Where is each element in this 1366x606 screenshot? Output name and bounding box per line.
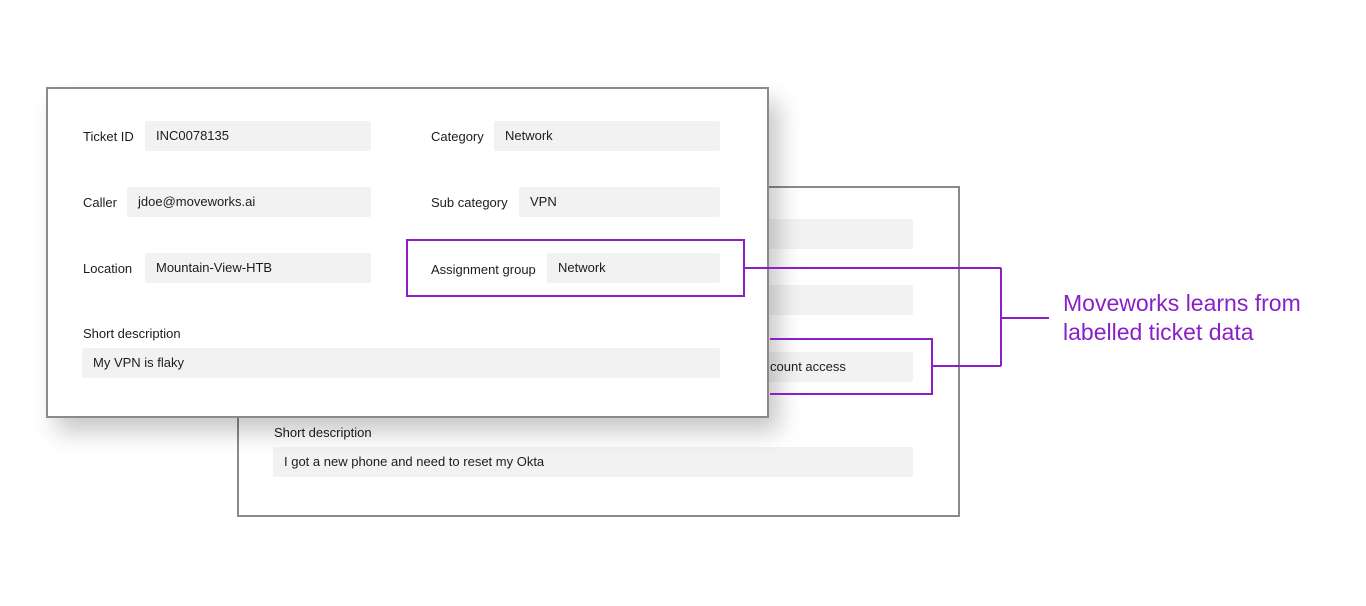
back-field-1	[759, 219, 913, 249]
short-description-label: Short description	[83, 326, 181, 341]
category-label: Category	[431, 129, 484, 144]
front-ticket-card: Ticket ID INC0078135 Category Network Ca…	[46, 87, 769, 418]
location-field[interactable]: Mountain-View-HTB	[145, 253, 371, 283]
assignment-group-field[interactable]: Network	[547, 253, 720, 283]
location-label: Location	[83, 261, 133, 276]
sub-category-field[interactable]: VPN	[519, 187, 720, 217]
ticket-id-label: Ticket ID	[83, 129, 134, 144]
callout-line-1: Moveworks learns from	[1063, 290, 1301, 316]
caller-label: Caller	[83, 195, 117, 210]
back-field-3-value: count access	[770, 359, 846, 374]
short-description-field[interactable]: My VPN is flaky	[82, 348, 720, 378]
callout-line-2: labelled ticket data	[1063, 319, 1254, 345]
category-field[interactable]: Network	[494, 121, 720, 151]
assignment-group-label: Assignment group	[431, 262, 536, 277]
ticket-id-field[interactable]: INC0078135	[145, 121, 371, 151]
callout-text: Moveworks learns from labelled ticket da…	[1063, 289, 1301, 347]
back-short-description-label: Short description	[274, 425, 372, 440]
back-field-3: count access	[759, 352, 913, 382]
back-field-2	[759, 285, 913, 315]
back-short-description-field[interactable]: I got a new phone and need to reset my O…	[273, 447, 913, 477]
caller-field[interactable]: jdoe@moveworks.ai	[127, 187, 371, 217]
sub-category-label: Sub category	[431, 195, 508, 210]
